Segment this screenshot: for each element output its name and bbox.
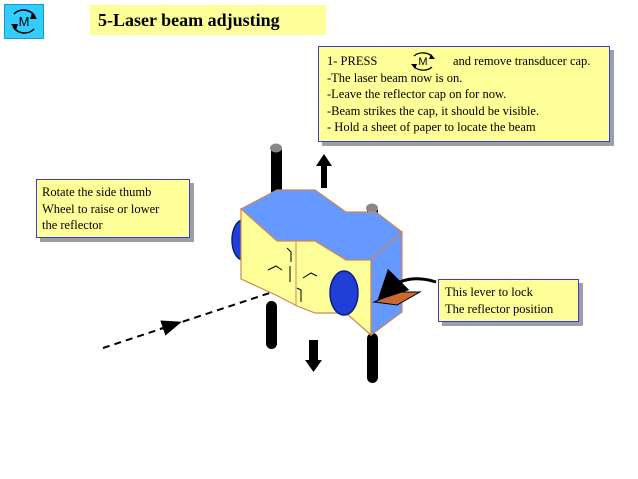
thumb-wheel-right [329, 270, 359, 316]
up-arrow [316, 154, 332, 188]
mode-m-cycle-icon: M [11, 9, 37, 34]
instruction-line: -Beam strikes the cap, it should be visi… [327, 103, 540, 118]
mode-m-badge: M [4, 4, 44, 39]
instruction-line: - Hold a sheet of paper to locate the be… [327, 120, 536, 134]
step-1-rest-text: and remove transducer cap. [453, 54, 591, 68]
down-arrow [305, 340, 322, 372]
instructions-note: 1- PRESS M and remove transducer cap. -T… [318, 46, 610, 142]
thumb-wheel-note: Rotate the side thumb Wheel to raise or … [36, 179, 190, 238]
note-line: This lever to lock [445, 285, 533, 299]
mode-m-button-icon: M [411, 52, 435, 71]
step-1-icon-letter: M [418, 56, 427, 68]
page-title: 5-Laser beam adjusting [90, 5, 326, 35]
note-line: Rotate the side thumb [42, 185, 152, 199]
instruction-line: -The laser beam now is on. [327, 70, 463, 85]
step-1-press-text: 1- PRESS [327, 54, 378, 68]
laser-beam-line [102, 282, 301, 349]
note-line: Wheel to raise or lower [42, 201, 160, 216]
step-1-row: 1- PRESS M and remove transducer cap. [327, 52, 609, 71]
rod-cap-right [366, 203, 378, 213]
rod-cap-left [270, 143, 282, 153]
note-line: The reflector position [445, 301, 554, 316]
badge-letter: M [19, 14, 30, 29]
instruction-line: -Leave the reflector cap on for now. [327, 87, 507, 101]
lock-lever-note: This lever to lock The reflector positio… [438, 279, 579, 322]
note-line: the reflector [42, 218, 103, 232]
lever-arrow [377, 268, 437, 301]
